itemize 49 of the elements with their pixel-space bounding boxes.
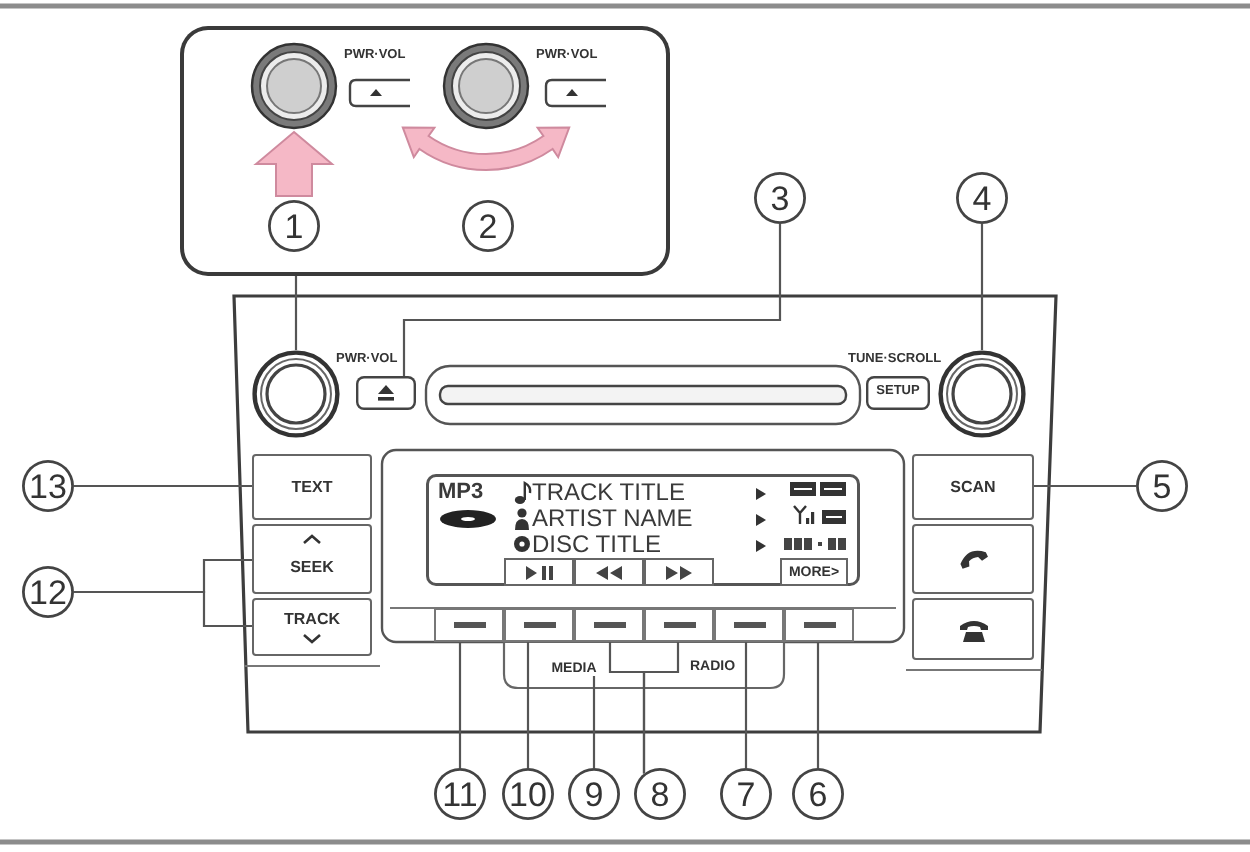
leader-line (1034, 484, 1136, 488)
callout-number: 4 (956, 172, 1008, 224)
callout-number: 5 (1136, 460, 1188, 512)
leader-line (816, 642, 820, 768)
preset-button (504, 608, 574, 642)
format-label: MP3 (438, 482, 484, 504)
soft-key (574, 558, 644, 586)
detail-inset (180, 26, 670, 276)
callout-number: 12 (22, 566, 74, 618)
display-line: TRACK TITLE (532, 480, 685, 504)
callout-number: 3 (754, 172, 806, 224)
phone-button (912, 598, 1034, 660)
panel-button: TEXT (252, 454, 372, 520)
preset-button (644, 608, 714, 642)
leader-line (74, 590, 252, 628)
callout-number: 6 (792, 768, 844, 820)
callout-number: 7 (720, 768, 772, 820)
soft-key (644, 558, 714, 586)
display-line: DISC TITLE (532, 532, 661, 556)
callout-number: 9 (568, 768, 620, 820)
callout-number: 11 (434, 768, 486, 820)
preset-button (434, 608, 504, 642)
leader-line (294, 276, 298, 350)
panel-button: SEEK (252, 524, 372, 594)
leader-line (592, 676, 596, 768)
soft-key (504, 558, 574, 586)
preset-button (784, 608, 854, 642)
eject-button (356, 376, 416, 410)
callout-number: 13 (22, 460, 74, 512)
leader-line (526, 642, 530, 768)
preset-button (714, 608, 784, 642)
rotary-knob (252, 350, 340, 438)
preset-button (574, 608, 644, 642)
callout-number: 1 (268, 200, 320, 252)
callout-number: 10 (502, 768, 554, 820)
leader-line (74, 484, 252, 488)
leader-line (980, 224, 984, 350)
callout-number: 8 (634, 768, 686, 820)
display-line: ARTIST NAME (532, 506, 693, 530)
leader-line (642, 642, 680, 774)
rotary-knob (938, 350, 1026, 438)
display-screen (426, 474, 860, 586)
phone-button (912, 524, 1034, 594)
callout-number: 2 (462, 200, 514, 252)
panel-button: SCAN (912, 454, 1034, 520)
leader-line (458, 642, 462, 768)
leader-line (402, 224, 782, 376)
leader-line (744, 642, 748, 768)
panel-button: TRACK (252, 598, 372, 656)
